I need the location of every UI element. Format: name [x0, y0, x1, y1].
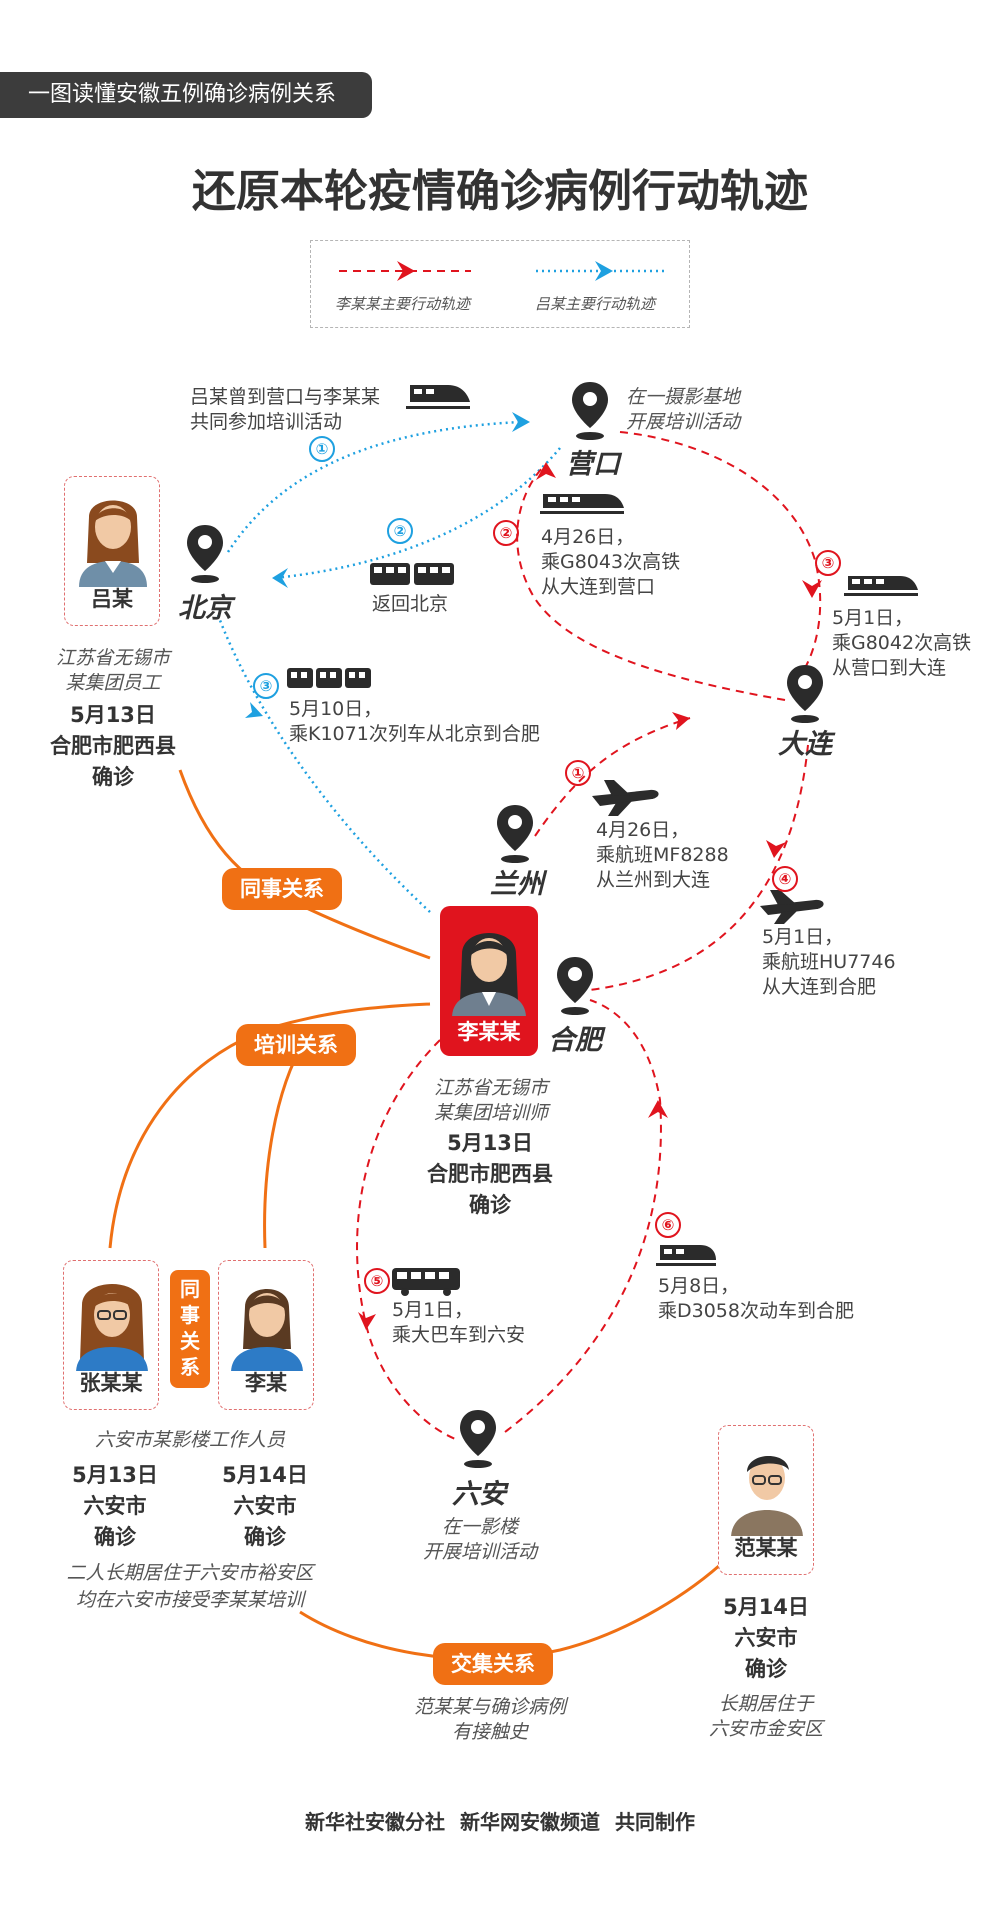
train-icon-red-2 [540, 494, 624, 514]
page-title: 还原本轮疫情确诊病例行动轨迹 [192, 166, 808, 217]
red-arrow-1-icon [672, 712, 690, 730]
person-card-lv: 吕某 [64, 476, 160, 626]
city-yingkou: 营口 [566, 449, 620, 480]
legend: 李某某主要行动轨迹 吕某主要行动轨迹 [310, 240, 690, 328]
red-route-3 [619, 431, 822, 669]
pin-beijing-icon [187, 525, 223, 583]
avatar-fan-icon [731, 1455, 803, 1536]
person-card-zhang: 张某某 [63, 1260, 159, 1410]
red-step-4-badge: ④ [772, 866, 798, 892]
relation-colleague-badge: 同事关系 [222, 868, 342, 910]
blue-arrow-1-icon [512, 412, 530, 432]
credits-footer: 新华社安徽分社 新华网安徽频道 共同制作 [305, 1810, 695, 1834]
person-name-li-main: 李某某 [457, 1020, 521, 1044]
relation-curve-li [263, 1039, 307, 1249]
person-card-li: 李某 [218, 1260, 314, 1410]
person-name-li: 李某 [245, 1371, 287, 1395]
red-route-4 [589, 744, 809, 991]
red-step-1-badge: ① [565, 760, 591, 786]
train-icon-red-3 [844, 576, 918, 596]
red-route-1 [534, 717, 691, 837]
red-step-5-badge: ⑤ [364, 1268, 390, 1294]
city-lanzhou: 兰州 [490, 869, 544, 900]
bus-icon-return-beijing [370, 563, 454, 585]
red-step-2-text: 4月26日，乘G8043次高铁从大连到营口 [541, 526, 681, 598]
li-main-diagnosis: 5月13日合肥市肥西县确诊 [427, 1131, 553, 1217]
zhang-diagnosis: 5月13日六安市确诊 [72, 1463, 158, 1549]
luan-workplace: 六安市某影楼工作人员 [94, 1429, 285, 1451]
li-diagnosis: 5月14日六安市确诊 [222, 1463, 308, 1549]
relation-curve-lv [178, 769, 431, 960]
avatar-li-icon [231, 1289, 303, 1371]
pin-hefei-icon [557, 957, 593, 1015]
fan-diagnosis: 5月14日六安市确诊 [723, 1595, 809, 1681]
lv-desc: 江苏省无锡市某集团员工 [55, 647, 170, 694]
red-arrow-3-icon [802, 580, 822, 598]
pin-lanzhou-icon [497, 805, 533, 863]
blue-step-1-badge: ① [309, 436, 335, 462]
lv-diagnosis: 5月13日合肥市肥西县确诊 [50, 703, 176, 789]
blue-step-3-badge: ③ [253, 673, 279, 699]
header-tag: 一图读懂安徽五例确诊病例关系 [0, 72, 372, 118]
pin-dalian-icon [787, 665, 823, 723]
person-name-lv: 吕某 [91, 587, 133, 611]
city-beijing: 北京 [178, 593, 232, 624]
legend-blue-arrow-icon [536, 261, 666, 281]
blue-route-2 [274, 447, 561, 580]
red-route-5 [356, 1039, 459, 1441]
blue-step-2-text: 返回北京 [372, 593, 449, 615]
plane-icon-red-1 [592, 780, 659, 816]
avatar-li-main-icon [452, 933, 526, 1016]
fan-desc: 长期居住于六安市金安区 [708, 1693, 823, 1740]
luan-group-note: 二人长期居住于六安市裕安区均在六安市接受李某某培训 [66, 1562, 314, 1611]
red-route-2 [516, 464, 786, 701]
luan-activity-note: 在一影楼开展培训活动 [422, 1516, 537, 1563]
relation-colleague-vertical-badge: 同 事 关 系 [170, 1270, 210, 1388]
person-name-fan: 范某某 [734, 1536, 798, 1560]
red-step-6-badge: ⑥ [655, 1212, 681, 1238]
red-step-2-badge: ② [493, 520, 519, 546]
red-arrow-2-icon [536, 462, 556, 480]
blue-step-3-text: 5月10日，乘K1071次列车从北京到合肥 [289, 698, 540, 745]
red-arrow-6-icon [648, 1100, 668, 1118]
bus-icon-red-5 [392, 1268, 460, 1296]
red-route-6 [504, 999, 662, 1433]
legend-red-arrow-icon [339, 261, 471, 281]
train-icon-blue-3 [287, 668, 371, 688]
red-step-3-text: 5月1日，乘G8042次高铁从营口到大连 [832, 607, 972, 679]
blue-step-2-badge: ② [387, 518, 413, 544]
lv-yingkou-note: 吕某曾到营口与李某某共同参加培训活动 [190, 386, 381, 433]
city-hefei: 合肥 [548, 1025, 602, 1056]
blue-arrow-2-icon [272, 568, 288, 588]
li-main-desc: 江苏省无锡市某集团培训师 [433, 1077, 548, 1124]
city-luan: 六安 [452, 1479, 506, 1510]
person-name-zhang: 张某某 [79, 1371, 143, 1395]
person-card-fan: 范某某 [718, 1425, 814, 1575]
intersect-note: 范某某与确诊病例有接触史 [413, 1696, 566, 1743]
legend-red-label: 李某某主要行动轨迹 [335, 295, 471, 313]
red-arrow-5-icon [358, 1312, 376, 1330]
blue-route-1 [226, 420, 521, 553]
city-dalian: 大连 [778, 729, 832, 760]
red-step-5-text: 5月1日，乘大巴车到六安 [392, 1299, 526, 1346]
legend-blue-label: 吕某主要行动轨迹 [535, 295, 656, 313]
blue-arrow-3-icon [245, 702, 263, 718]
plane-icon-red-4 [760, 890, 824, 924]
relation-intersect-badge: 交集关系 [433, 1643, 553, 1685]
relation-training-badge: 培训关系 [236, 1024, 356, 1066]
pin-yingkou-icon [572, 382, 608, 440]
person-card-li-main: 李某某 [440, 906, 538, 1056]
avatar-zhang-icon [76, 1284, 148, 1371]
train-icon-red-6 [656, 1245, 716, 1266]
pin-luan-icon [460, 1410, 496, 1468]
red-step-3-badge: ③ [815, 550, 841, 576]
yingkou-activity-note: 在一摄影基地开展培训活动 [626, 386, 741, 433]
red-arrow-4-icon [766, 840, 786, 858]
train-icon-lv-yingkou [406, 385, 470, 409]
avatar-lv-icon [79, 500, 147, 587]
red-step-6-text: 5月8日，乘D3058次动车到合肥 [658, 1275, 854, 1322]
